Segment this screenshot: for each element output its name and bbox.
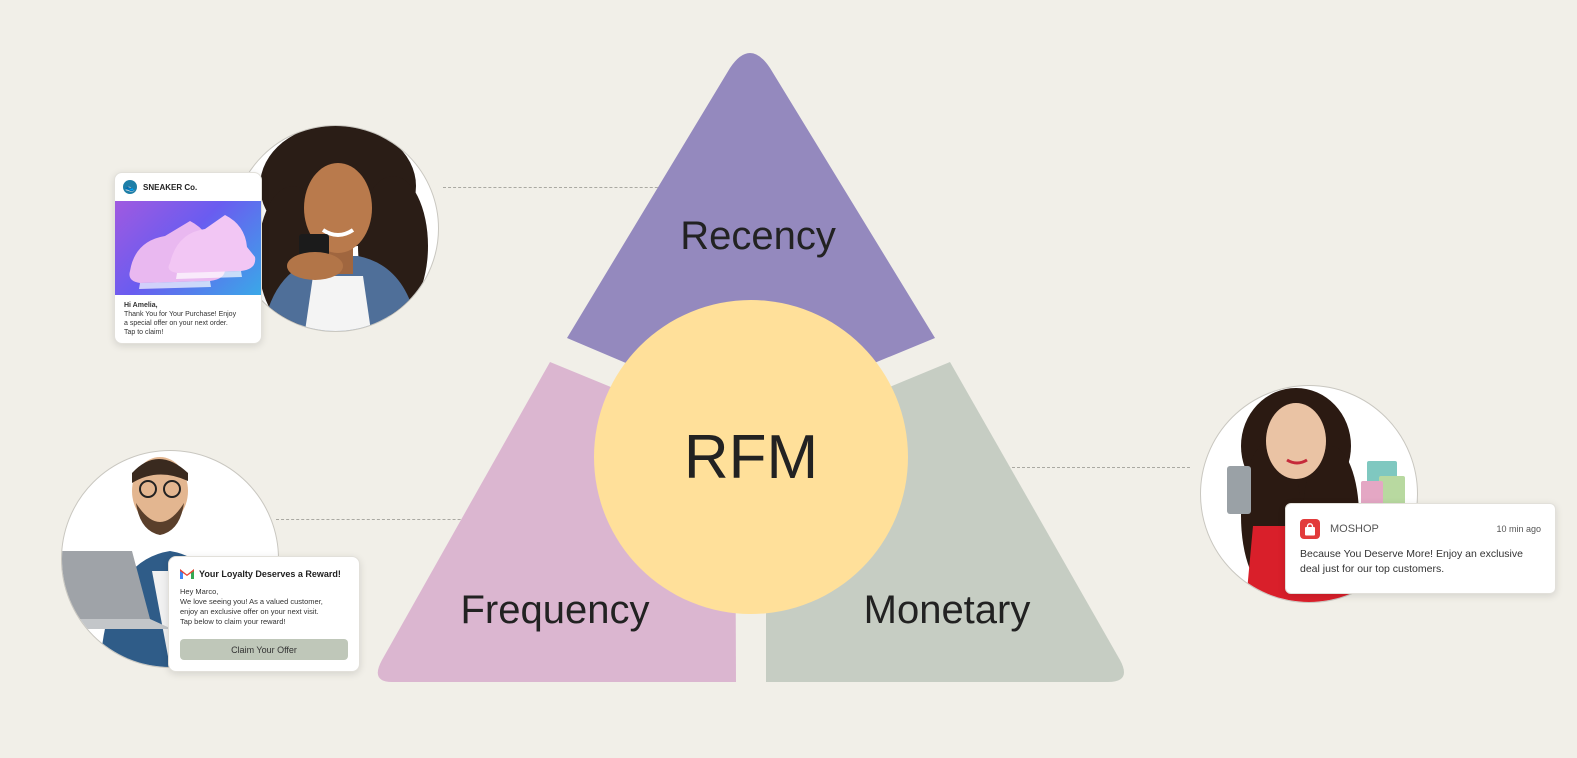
connector-frequency <box>276 519 506 520</box>
moshop-message: Because You Deserve More! Enjoy an exclu… <box>1286 545 1555 579</box>
gmail-icon <box>180 568 194 579</box>
email-line-1: We love seeing you! As a valued customer… <box>180 597 323 606</box>
email-line-3: Tap below to claim your reward! <box>180 617 286 626</box>
customer-photo-amelia <box>232 125 439 332</box>
rfm-center-circle <box>594 300 908 614</box>
email-notification-card[interactable]: Your Loyalty Deserves a Reward! Hey Marc… <box>168 556 360 672</box>
monetary-label: Monetary <box>864 588 1031 632</box>
sneaker-line-1: Thank You for Your Purchase! Enjoy <box>124 311 237 318</box>
sneaker-message: Hi Amelia, Thank You for Your Purchase! … <box>115 295 261 343</box>
moshop-timestamp: 10 min ago <box>1496 524 1541 534</box>
sneaker-notification-card[interactable]: 👟 SNEAKER Co. Hi Amelia, Thank You for Y… <box>114 172 262 344</box>
email-line-2: enjoy an exclusive offer on your next vi… <box>180 607 319 616</box>
frequency-label: Frequency <box>461 588 650 632</box>
rfm-center-label: RFM <box>684 423 818 492</box>
moshop-app-name: MOSHOP <box>1330 523 1379 535</box>
recency-segment <box>567 53 935 366</box>
sneaker-brand-name: SNEAKER Co. <box>143 182 198 192</box>
claim-offer-button[interactable]: Claim Your Offer <box>180 639 348 660</box>
connector-monetary <box>942 467 1190 468</box>
shopping-bag-icon <box>1300 519 1320 539</box>
email-message: Hey Marco, We love seeing you! As a valu… <box>169 583 359 627</box>
sneaker-line-3: Tap to claim! <box>124 329 164 336</box>
sneaker-greeting: Hi Amelia, <box>124 302 158 309</box>
sneaker-line-2: a special offer on your next order. <box>124 320 228 327</box>
moshop-card-header: MOSHOP 10 min ago <box>1286 504 1555 545</box>
connector-recency <box>443 187 683 188</box>
sneaker-card-header: 👟 SNEAKER Co. <box>115 173 261 201</box>
sneaker-product-image <box>115 201 261 295</box>
sneaker-brand-logo-icon: 👟 <box>123 180 137 194</box>
email-greeting: Hey Marco, <box>180 587 219 596</box>
moshop-notification-card[interactable]: MOSHOP 10 min ago Because You Deserve Mo… <box>1285 503 1556 594</box>
moshop-line-2: deal just for our top customers. <box>1300 563 1445 575</box>
recency-label: Recency <box>680 214 836 258</box>
email-subject: Your Loyalty Deserves a Reward! <box>199 568 341 579</box>
moshop-line-1: Because You Deserve More! Enjoy an exclu… <box>1300 548 1523 560</box>
email-card-header: Your Loyalty Deserves a Reward! <box>169 557 359 583</box>
